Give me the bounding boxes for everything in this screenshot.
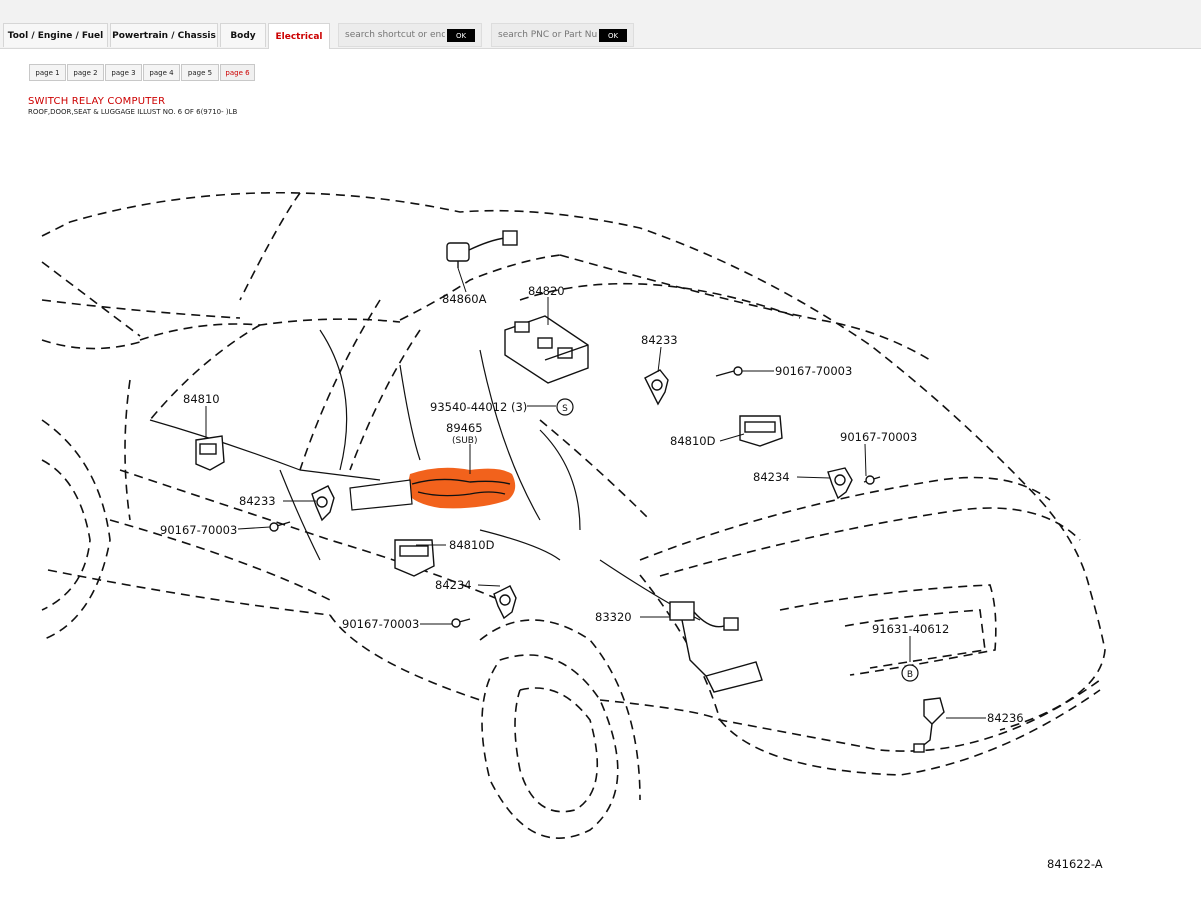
top-nav-bar: Tool / Engine / Fuel Powertrain / Chassi… [0,0,1201,49]
tab-body[interactable]: Body [220,23,266,47]
interior-lines [149,329,701,621]
page-4-button[interactable]: page 4 [143,64,180,81]
label-84233-right[interactable]: 84233 [641,333,678,347]
label-91631[interactable]: 91631-40612 [872,622,949,636]
label-90167-left-2[interactable]: 90167-70003 [342,617,419,631]
marker-s: S [556,398,574,416]
page-6-button[interactable]: page 6 [220,64,255,81]
label-84810D-left[interactable]: 84810D [449,538,495,552]
label-84233-left[interactable]: 84233 [239,494,276,508]
part-84233-right[interactable] [644,369,669,406]
label-84860A[interactable]: 84860A [442,292,487,306]
illustration-id: 841622-A [1047,857,1103,871]
page-5-button[interactable]: page 5 [181,64,219,81]
label-84810D-right[interactable]: 84810D [670,434,716,448]
bolt-90167-left-2[interactable] [451,618,471,628]
shortcut-search-ok-button[interactable]: OK [447,29,475,42]
tab-powertrain-chassis[interactable]: Powertrain / Chassis [110,23,218,47]
label-84810[interactable]: 84810 [183,392,220,406]
svg-text:B: B [907,670,913,680]
part-84810D-right[interactable] [739,415,783,447]
pnc-search-box: OK [491,23,634,47]
label-84234-left[interactable]: 84234 [435,578,472,592]
label-89465-sub: (SUB) [452,436,478,446]
wire-harness-89465[interactable] [349,467,516,511]
leader-lines [205,267,986,719]
shortcut-search-input[interactable] [345,28,445,42]
part-84860A[interactable] [446,230,518,268]
shortcut-search-box: OK [338,23,482,47]
page-subtitle: ROOF,DOOR,SEAT & LUGGAGE ILLUST NO. 6 OF… [28,108,238,116]
pnc-search-ok-button[interactable]: OK [599,29,627,42]
label-90167-left-1[interactable]: 90167-70003 [160,523,237,537]
part-83320[interactable] [669,601,763,693]
label-93540[interactable]: 93540-44012 (3) [430,400,527,414]
label-84234-right[interactable]: 84234 [753,470,790,484]
bolt-90167-right-1[interactable] [715,366,743,377]
part-84810[interactable] [195,435,225,471]
svg-text:S: S [562,404,568,414]
part-84234-left[interactable] [493,585,517,620]
parts-drawings [195,230,945,753]
part-84233-left[interactable] [311,485,335,522]
label-84820[interactable]: 84820 [528,284,565,298]
tab-tool-engine-fuel[interactable]: Tool / Engine / Fuel [3,23,108,47]
label-90167-right-1[interactable]: 90167-70003 [775,364,852,378]
label-89465[interactable]: 89465 [446,421,483,435]
marker-b: B [901,664,919,682]
page-2-button[interactable]: page 2 [67,64,104,81]
label-90167-right-2[interactable]: 90167-70003 [840,430,917,444]
tab-electrical[interactable]: Electrical [268,23,330,49]
part-84810D-left[interactable] [394,539,435,577]
label-84236[interactable]: 84236 [987,711,1024,725]
part-84236[interactable] [913,697,945,753]
part-84820[interactable] [504,315,589,384]
page-title: SWITCH RELAY COMPUTER [28,96,166,107]
page-3-button[interactable]: page 3 [105,64,142,81]
page-1-button[interactable]: page 1 [29,64,66,81]
bolt-90167-right-2[interactable] [863,475,881,485]
part-labels: 84860A 84820 84233 90167-70003 93540-440… [160,284,1103,871]
pnc-search-input[interactable] [498,28,598,42]
part-84234-right[interactable] [827,467,853,500]
car-body-outline [41,191,1106,839]
label-83320[interactable]: 83320 [595,610,632,624]
